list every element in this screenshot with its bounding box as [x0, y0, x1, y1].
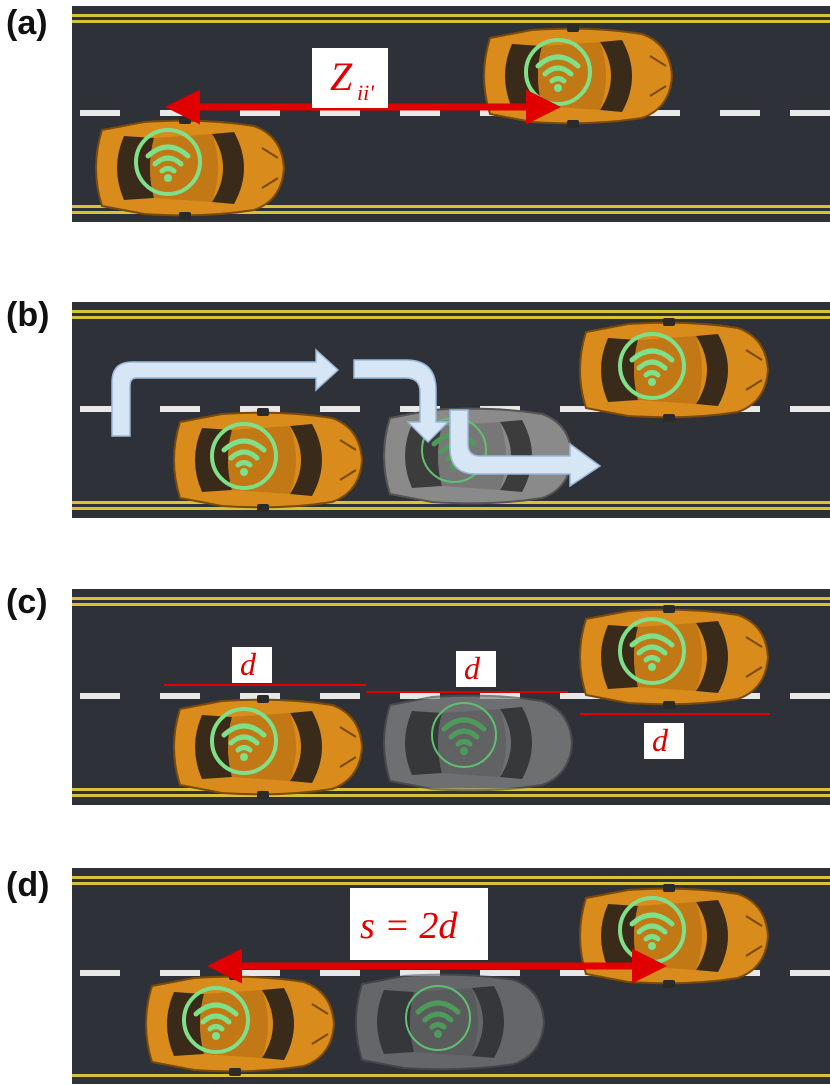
- lane-change-arrow-icon: [353, 359, 450, 444]
- car-icon: [579, 317, 769, 423]
- car-icon: [483, 23, 673, 129]
- car-icon: [145, 971, 335, 1077]
- annotation-d: d: [240, 646, 257, 682]
- panel-label-b: (b): [6, 296, 50, 334]
- road-panel-b: [72, 302, 830, 518]
- panel-label-d: (d): [6, 866, 50, 904]
- road-panel-d: s = 2d: [72, 868, 830, 1084]
- road-panel-a: Z ii': [72, 6, 830, 222]
- panel-label-c: (c): [6, 583, 48, 621]
- car-icon: [173, 407, 363, 513]
- lane-change-arrow-icon: [449, 409, 602, 488]
- road-panel-c: d d d: [72, 589, 830, 805]
- annotation-z: Z: [330, 54, 353, 99]
- annotation-s-equals-2d: s = 2d: [360, 905, 458, 947]
- ghost-car-icon: [383, 694, 573, 792]
- lane-change-arrow-icon: [111, 348, 340, 437]
- car-icon: [95, 115, 285, 221]
- panel-label-a: (a): [6, 4, 48, 42]
- annotation-d: d: [464, 650, 481, 686]
- annotation-z-subscript: ii': [357, 80, 374, 105]
- annotation-d: d: [652, 722, 669, 758]
- car-icon: [173, 694, 363, 800]
- car-icon: [579, 604, 769, 710]
- car-icon: [579, 883, 769, 989]
